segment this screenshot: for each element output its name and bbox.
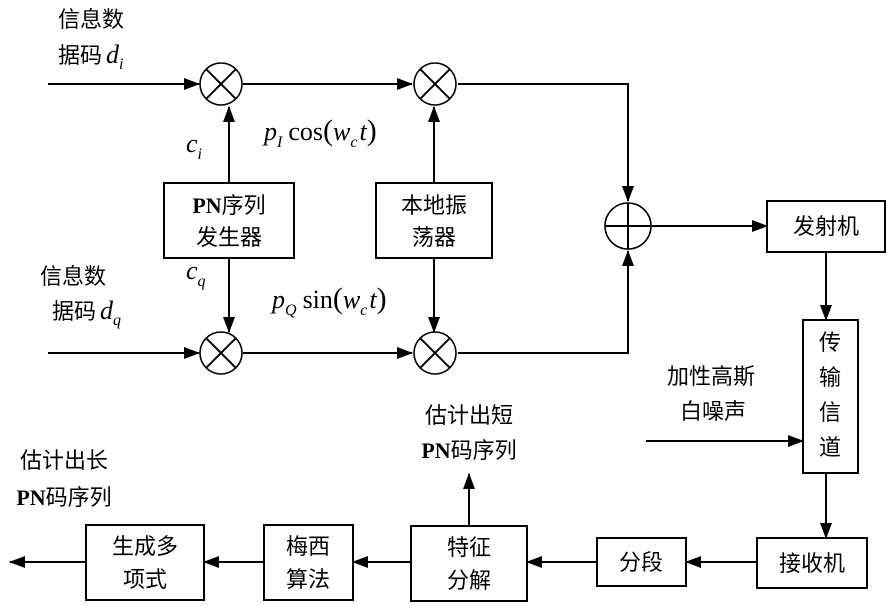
- local-oscillator-block: 本地振 荡器: [376, 183, 492, 258]
- carrier-sin-fn: sin: [303, 285, 333, 314]
- carrier-cos-w: w: [333, 117, 351, 146]
- input-q-line1: 信息数: [40, 265, 106, 290]
- short-pn-label: 估计出短 PN码序列: [421, 404, 516, 464]
- massey-line2: 算法: [286, 568, 330, 593]
- long-pn-line1: 估计出长: [20, 449, 108, 474]
- multiplier-q: [200, 332, 242, 374]
- pn-sequence-generator-block: PN序列 发生器: [164, 183, 294, 258]
- code-cq-label: cq: [186, 256, 206, 290]
- osc-line1: 本地振: [401, 194, 467, 219]
- generate-polynomial-block: 生成多 项式: [86, 525, 204, 600]
- carrier-sin-p: p: [270, 285, 285, 314]
- channel-char-4: 道: [819, 436, 841, 461]
- carrier-cos-w-sub: c: [350, 134, 357, 151]
- carrier-cos-fn: cos: [288, 117, 323, 146]
- adder: [605, 203, 651, 249]
- carrier-cos-p: p: [262, 117, 277, 146]
- feature-line2: 分解: [447, 569, 491, 594]
- svg-text:PN序列: PN序列: [192, 193, 265, 219]
- segment-block: 分段: [597, 538, 686, 586]
- svg-text:据码di: 据码di: [58, 40, 123, 73]
- long-pn-label: 估计出长 PN码序列: [16, 449, 111, 511]
- input-q-label: 信息数 据码dq: [40, 265, 121, 329]
- massey-algorithm-block: 梅西 算法: [264, 525, 353, 600]
- noise-line1: 加性高斯: [667, 365, 755, 390]
- feature-line1: 特征: [447, 536, 491, 561]
- carrier-cos-label: pIcos(wct): [262, 114, 377, 151]
- channel-char-2: 输: [819, 366, 841, 391]
- channel-char-3: 信: [819, 401, 841, 426]
- input-i-var: d: [106, 40, 120, 69]
- input-i-line2: 据码: [58, 44, 102, 69]
- transmitter-label: 发射机: [793, 215, 859, 240]
- long-pn-bold: PN: [16, 485, 45, 510]
- channel-char-1: 传: [819, 331, 841, 356]
- modulator-i: [414, 63, 456, 105]
- code-ci-var: c: [186, 129, 198, 158]
- input-i-sub: i: [119, 56, 123, 73]
- pn-gen-line2: 发生器: [196, 226, 262, 251]
- carrier-sin-p-sub: Q: [285, 302, 297, 319]
- poly-line1: 生成多: [112, 535, 178, 560]
- transmitter-block: 发射机: [767, 201, 885, 252]
- svg-text:PN码序列: PN码序列: [16, 485, 111, 511]
- code-cq-sub: q: [198, 273, 206, 290]
- carrier-cos-p-sub: I: [276, 134, 283, 151]
- code-ci-label: ci: [186, 129, 202, 163]
- line-mod-q-to-adder: [458, 251, 628, 353]
- connections: [10, 84, 826, 562]
- input-i-label: 信息数 据码di: [58, 8, 124, 73]
- carrier-sin-w-sub: c: [360, 302, 367, 319]
- channel-block: 传 输 信 道: [803, 320, 858, 473]
- svg-text:PN码序列: PN码序列: [421, 438, 516, 464]
- segment-label: 分段: [619, 551, 663, 576]
- carrier-sin-label: pQsin(wct): [270, 282, 387, 319]
- input-q-var: d: [100, 296, 114, 325]
- input-q-line2: 据码: [52, 300, 96, 325]
- massey-line1: 梅西: [286, 535, 330, 560]
- poly-line2: 项式: [123, 568, 167, 593]
- code-ci-sub: i: [198, 146, 202, 163]
- input-q-sub: q: [113, 312, 121, 329]
- input-i-line1: 信息数: [58, 8, 124, 33]
- feature-decomposition-block: 特征 分解: [411, 526, 527, 601]
- modulator-q: [414, 332, 456, 374]
- short-pn-rest: 码序列: [451, 439, 517, 464]
- receiver-block: 接收机: [757, 538, 867, 588]
- receiver-label: 接收机: [779, 552, 845, 577]
- noise-line2: 白噪声: [680, 400, 746, 425]
- svg-text:据码dq: 据码dq: [52, 296, 121, 329]
- short-pn-bold: PN: [421, 438, 450, 463]
- pn-gen-rest: 序列: [222, 194, 266, 219]
- multiplier-i: [200, 63, 242, 105]
- carrier-sin-w: w: [343, 285, 361, 314]
- long-pn-rest: 码序列: [46, 486, 112, 511]
- code-cq-var: c: [186, 256, 198, 285]
- noise-label: 加性高斯 白噪声: [667, 365, 755, 425]
- short-pn-line1: 估计出短: [425, 404, 513, 429]
- osc-line2: 荡器: [412, 226, 456, 251]
- pn-gen-bold: PN: [192, 193, 221, 218]
